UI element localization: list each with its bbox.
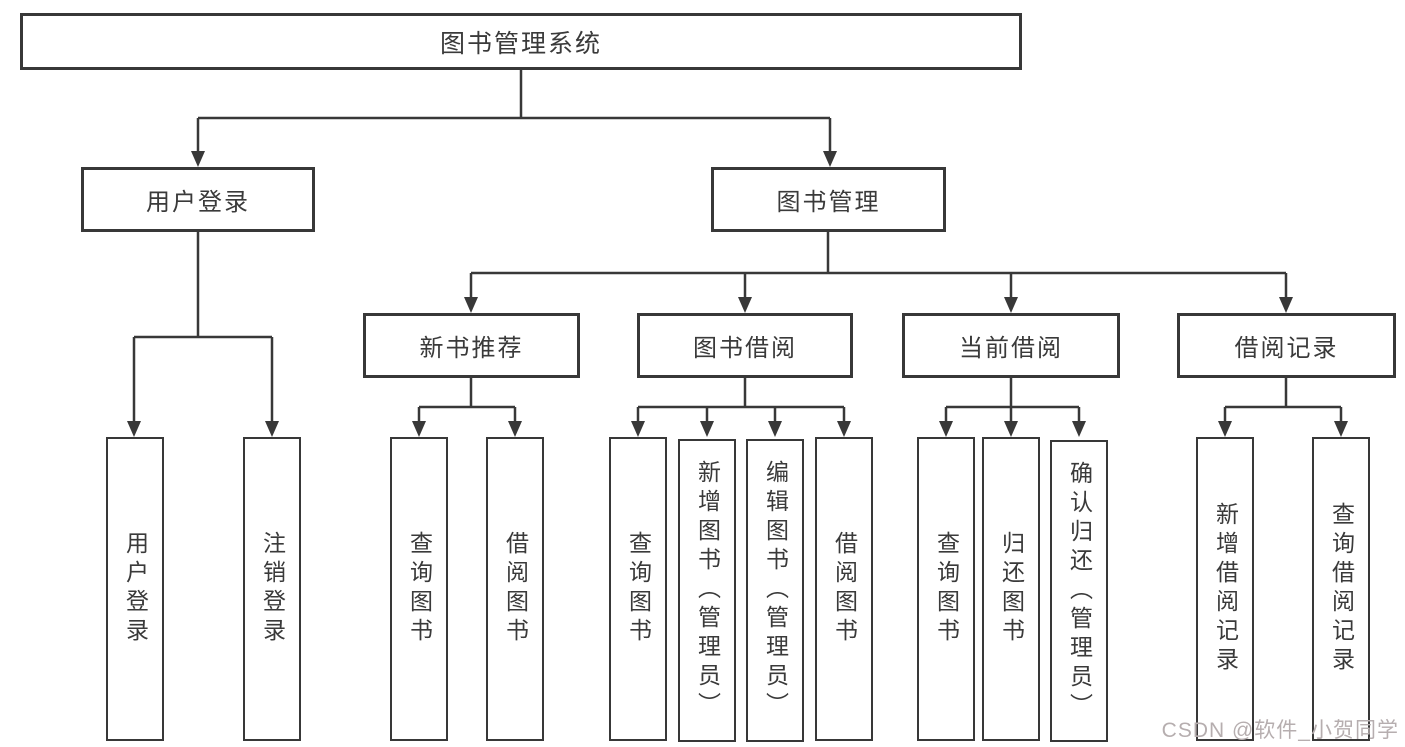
- node-leaf-edit-books-admin: 编辑图书（管理员）: [746, 439, 804, 742]
- connector-borrowrecords-to-leaves: [1223, 378, 1343, 423]
- node-user-login-branch: 用户登录: [81, 167, 315, 232]
- csdn-watermark: CSDN @软件_小贺同学: [1161, 719, 1399, 742]
- node-book-borrow: 图书借阅: [637, 313, 853, 378]
- node-leaf-query-books-current: 查询图书: [917, 437, 975, 741]
- node-leaf-logout: 注销登录: [243, 437, 301, 741]
- node-borrow-records: 借阅记录: [1177, 313, 1396, 378]
- node-current-borrow: 当前借阅: [902, 313, 1120, 378]
- node-leaf-add-books-admin: 新增图书（管理员）: [678, 439, 736, 742]
- connector-currentborrow-to-leaves: [944, 378, 1081, 423]
- node-root-system: 图书管理系统: [20, 13, 1022, 70]
- connector-root-to-level2: [196, 70, 832, 153]
- arrowheads: [127, 151, 1348, 437]
- node-book-management-branch: 图书管理: [711, 167, 946, 232]
- connector-bookborrow-to-leaves: [636, 378, 846, 423]
- node-leaf-return-books: 归还图书: [982, 437, 1040, 741]
- node-leaf-user-login: 用户登录: [106, 437, 164, 741]
- node-leaf-borrow-books-recommend: 借阅图书: [486, 437, 544, 741]
- node-new-book-recommend: 新书推荐: [363, 313, 580, 378]
- connector-userlogin-to-leaves: [132, 232, 274, 423]
- node-leaf-borrow-books: 借阅图书: [815, 437, 873, 741]
- node-leaf-add-borrow-record: 新增借阅记录: [1196, 437, 1254, 741]
- node-leaf-query-borrow-record: 查询借阅记录: [1312, 437, 1370, 741]
- connector-bookmgmt-to-level3: [469, 232, 1288, 299]
- node-leaf-query-books-recommend: 查询图书: [390, 437, 448, 741]
- connector-newbook-to-leaves: [417, 378, 517, 423]
- node-leaf-query-books-borrow: 查询图书: [609, 437, 667, 741]
- node-leaf-confirm-return-admin: 确认归还（管理员）: [1050, 440, 1108, 742]
